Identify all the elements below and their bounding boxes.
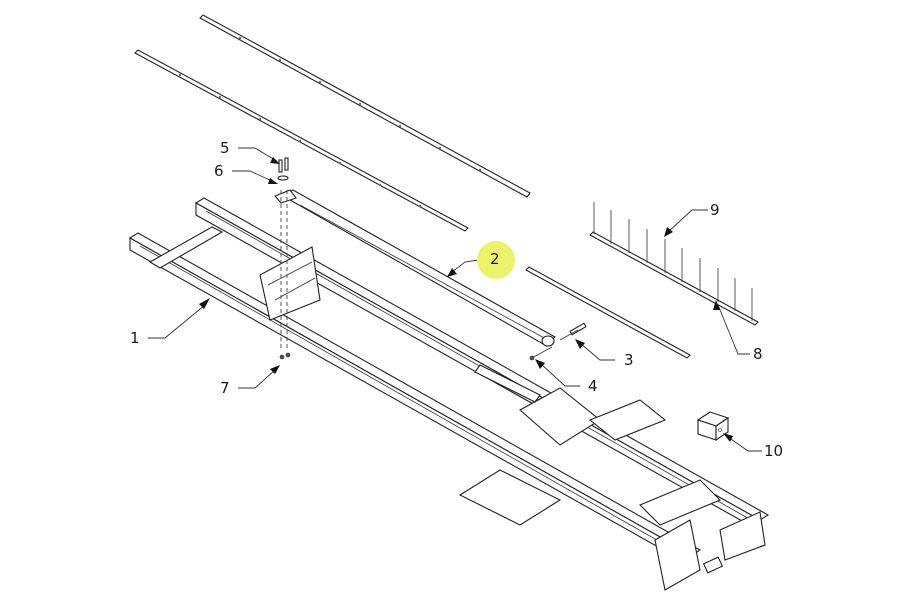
callout-4[interactable]: 4 (588, 377, 598, 395)
callout-9[interactable]: 9 (710, 201, 720, 219)
fasteners (277, 157, 291, 360)
callout-7[interactable]: 7 (220, 379, 230, 397)
callout-10[interactable]: 10 (764, 442, 784, 460)
long-strip-middle (134, 49, 469, 232)
strip-bar-8 (589, 202, 759, 326)
callout-3[interactable]: 3 (624, 351, 634, 369)
leader-lines (148, 147, 762, 452)
callout-2[interactable]: 2 (490, 250, 500, 268)
pin-and-clip (529, 322, 587, 361)
callout-8[interactable]: 8 (753, 345, 763, 363)
block-10 (696, 411, 730, 442)
callout-5[interactable]: 5 (220, 139, 230, 157)
callout-highlight (477, 241, 515, 279)
short-strip (525, 266, 691, 359)
callout-1[interactable]: 1 (130, 329, 140, 347)
long-strip-top (199, 14, 531, 198)
main-frame (128, 197, 770, 591)
callout-6[interactable]: 6 (214, 162, 224, 180)
tube-shaft-2 (274, 189, 556, 347)
